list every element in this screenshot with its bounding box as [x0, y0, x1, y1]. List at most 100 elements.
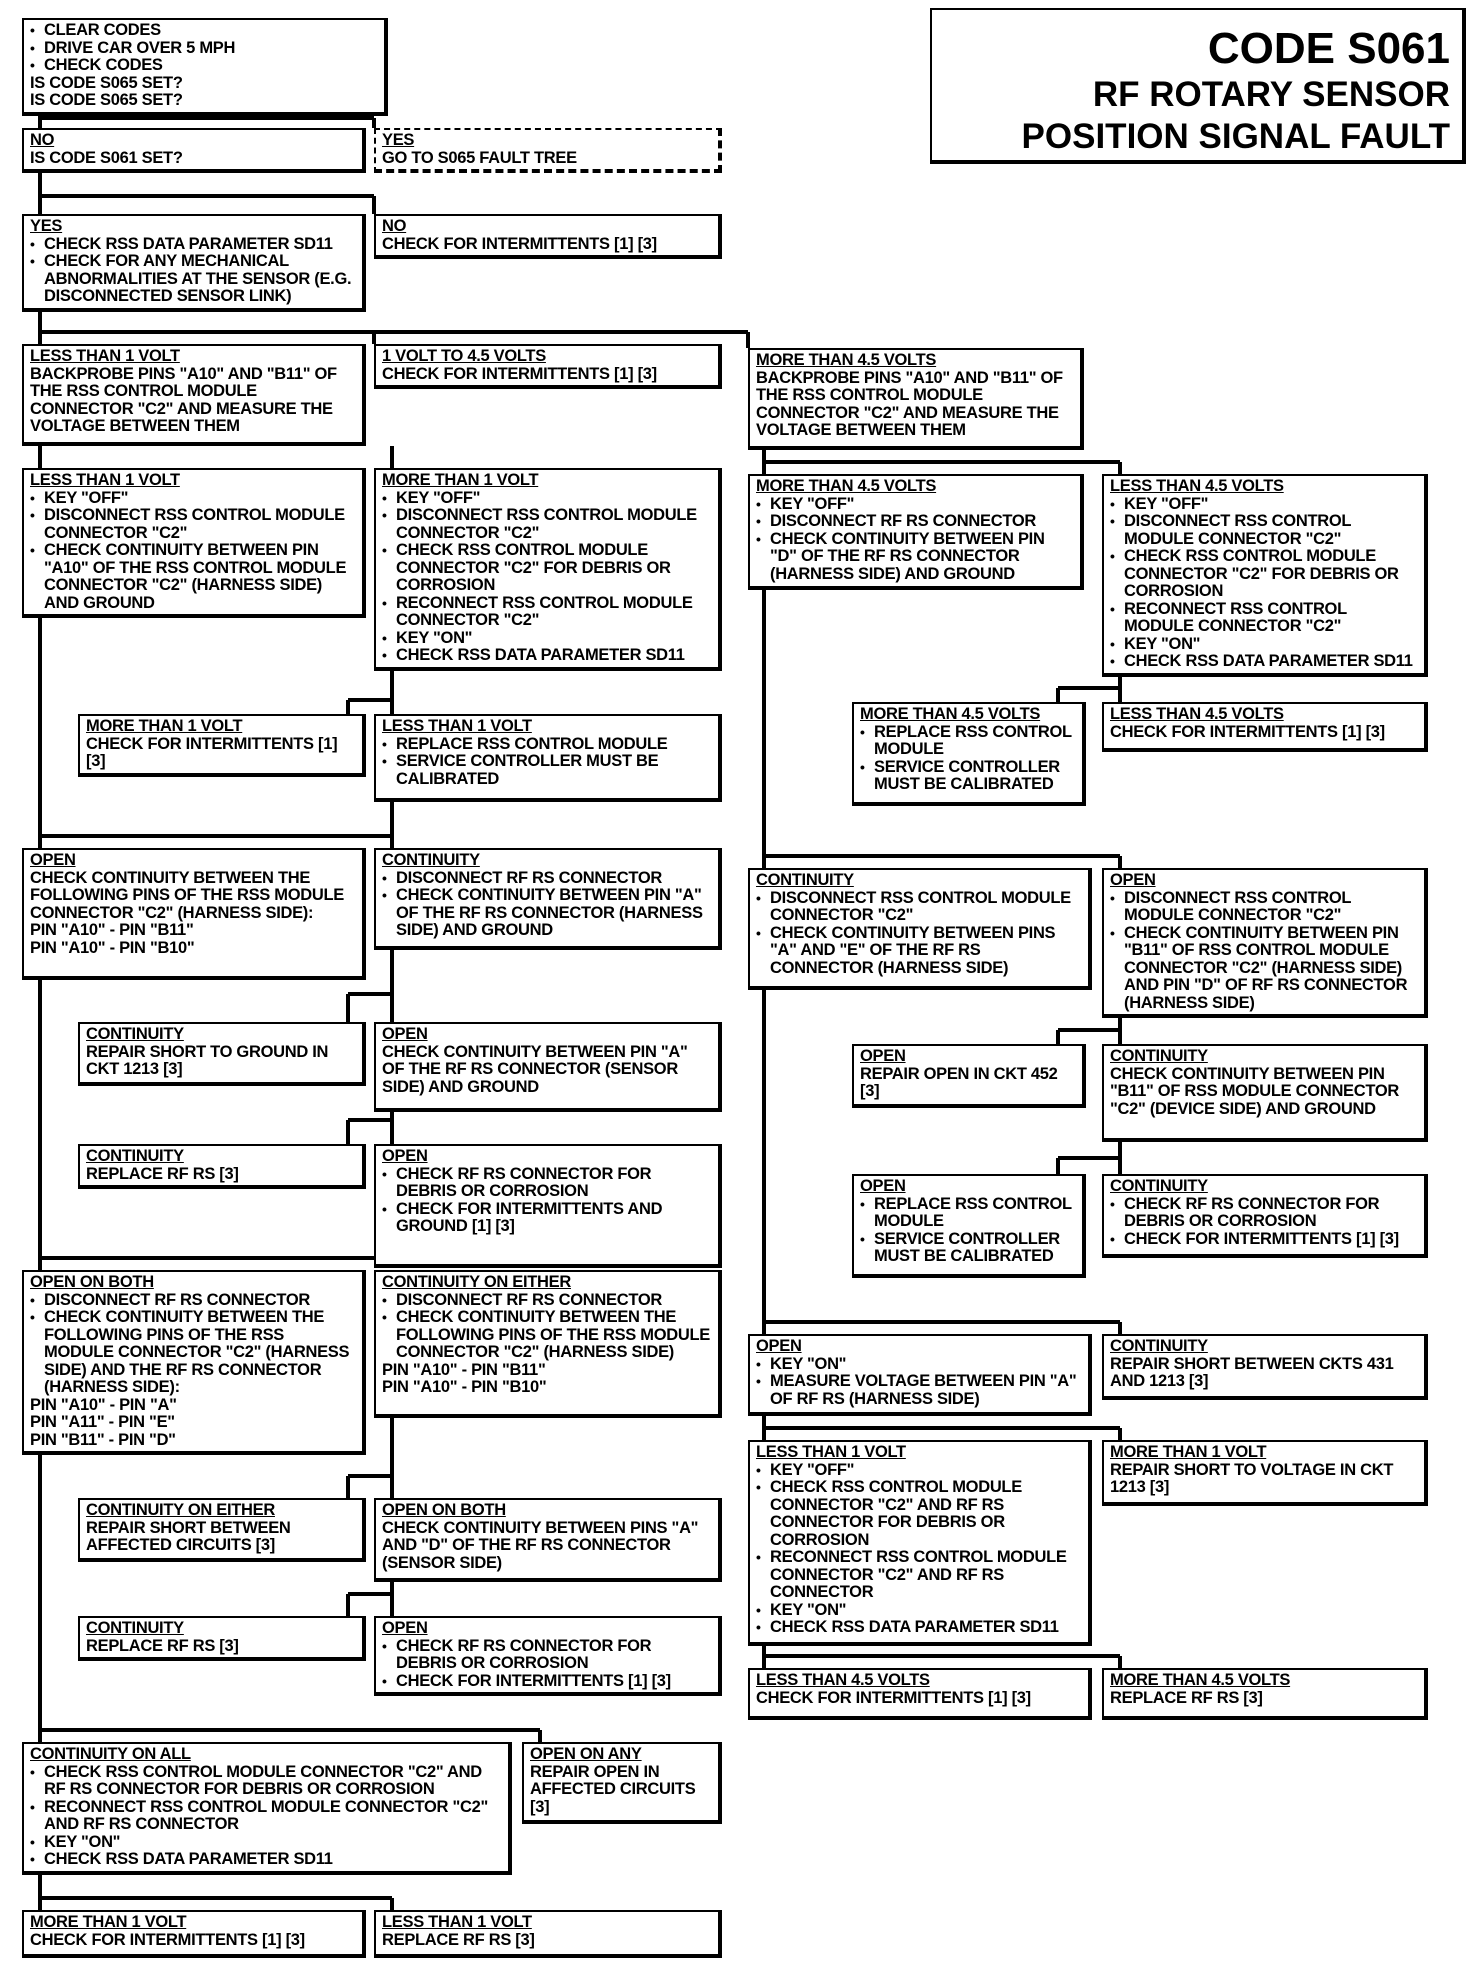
- step-bullet: REPLACE RSS CONTROL MODULE: [860, 723, 1076, 759]
- step-heading: MORE THAN 1 VOLT: [382, 471, 539, 489]
- step-heading: CONTINUITY: [86, 1025, 184, 1043]
- step-bullet: CHECK RSS CONTROL MODULE CONNECTOR "C2" …: [30, 1763, 502, 1799]
- step-text: BACKPROBE PINS "A10" AND "B11" OF THE RS…: [756, 368, 1063, 439]
- step-box-r-volt-lt1: LESS THAN 1 VOLTKEY "OFF"CHECK RSS CONTR…: [748, 1440, 1092, 1646]
- step-text: CHECK CONTINUITY BETWEEN THE FOLLOWING P…: [30, 868, 344, 922]
- step-box-l-gt1: MORE THAN 1 VOLTKEY "OFF"DISCONNECT RSS …: [374, 468, 722, 671]
- step-heading: CONTINUITY ON EITHER: [382, 1273, 571, 1291]
- step-heading: CONTINUITY ON ALL: [30, 1745, 191, 1763]
- step-bullet: KEY "ON": [30, 1833, 502, 1852]
- step-heading: MORE THAN 4.5 VOLTS: [1110, 1671, 1291, 1689]
- step-bullet: CHECK FOR ANY MECHANICAL ABNORMALITIES A…: [30, 252, 356, 306]
- step-bullet: CHECK RF RS CONNECTOR FOR DEBRIS OR CORR…: [382, 1165, 712, 1201]
- step-bullet: REPLACE RSS CONTROL MODULE: [860, 1195, 1076, 1231]
- step-heading: MORE THAN 1 VOLT: [86, 717, 243, 735]
- step-heading: CONTINUITY: [382, 851, 480, 869]
- step-text: REPAIR OPEN IN CKT 452 [3]: [860, 1064, 1058, 1100]
- step-heading: LESS THAN 1 VOLT: [30, 471, 180, 489]
- step-text: REPAIR OPEN IN AFFECTED CIRCUITS [3]: [530, 1762, 696, 1816]
- step-text: REPLACE RF RS [3]: [86, 1636, 239, 1655]
- step-bullet: KEY "ON": [1110, 635, 1418, 654]
- step-bullet: CHECK FOR INTERMITTENTS AND GROUND [1] […: [382, 1200, 712, 1236]
- step-heading: OPEN: [860, 1047, 906, 1065]
- step-bullet: REPLACE RSS CONTROL MODULE: [382, 735, 712, 754]
- step-bullet: KEY "ON": [756, 1355, 1082, 1374]
- step-text: CHECK FOR INTERMITTENTS [1] [3]: [86, 734, 338, 770]
- step-text: CHECK FOR INTERMITTENTS [1] [3]: [756, 1688, 1031, 1707]
- step-bullet: RECONNECT RSS CONTROL MODULE CONNECTOR "…: [30, 1798, 502, 1834]
- step-box-r-lt45: LESS THAN 4.5 VOLTSKEY "OFF"DISCONNECT R…: [1102, 474, 1428, 677]
- step-bullet: KEY "OFF": [756, 495, 1074, 514]
- step-heading: CONTINUITY: [1110, 1177, 1208, 1195]
- step-box-cont-either: CONTINUITY ON EITHERDISCONNECT RF RS CON…: [374, 1270, 722, 1418]
- step-heading: OPEN: [382, 1619, 428, 1637]
- title-subtitle-line2: POSITION SIGNAL FAULT: [1021, 117, 1450, 156]
- step-bullet: KEY "OFF": [382, 489, 712, 508]
- step-heading: OPEN: [1110, 871, 1156, 889]
- step-heading: LESS THAN 4.5 VOLTS: [1110, 477, 1284, 495]
- step-bullet: DISCONNECT RSS CONTROL MODULE CONNECTOR …: [1110, 512, 1418, 548]
- step-heading: OPEN ON BOTH: [382, 1501, 506, 1519]
- step-bullet: KEY "ON": [382, 629, 712, 648]
- step-bullet: CHECK RSS DATA PARAMETER SD11: [30, 1850, 502, 1869]
- step-bullet: DISCONNECT RSS CONTROL MODULE CONNECTOR …: [382, 506, 712, 542]
- step-heading: CONTINUITY: [86, 1619, 184, 1637]
- step-heading: LESS THAN 4.5 VOLTS: [1110, 705, 1284, 723]
- step-bullet: CHECK RF RS CONNECTOR FOR DEBRIS OR CORR…: [1110, 1195, 1418, 1231]
- step-text: IS CODE S061 SET?: [30, 148, 183, 167]
- step-text: REPLACE RF RS [3]: [382, 1930, 535, 1949]
- step-bullet: CHECK CONTINUITY BETWEEN THE FOLLOWING P…: [30, 1308, 356, 1397]
- step-bullet: CLEAR CODES: [30, 21, 378, 40]
- step-bullet: DISCONNECT RSS CONTROL MODULE CONNECTOR …: [30, 506, 356, 542]
- step-question: IS CODE S065 SET?: [30, 91, 183, 109]
- step-heading: MORE THAN 4.5 VOLTS: [860, 705, 1041, 723]
- step-heading: OPEN: [382, 1147, 428, 1165]
- yes-s061-box: YESCHECK RSS DATA PARAMETER SD11CHECK FO…: [22, 214, 366, 312]
- step-text: PIN "A10" - PIN "B10": [382, 1378, 547, 1396]
- step-bullet: DISCONNECT RF RS CONNECTOR: [382, 869, 712, 888]
- step-text: CHECK CONTINUITY BETWEEN PINS "A" AND "D…: [382, 1518, 699, 1572]
- step-box-cont-all: CONTINUITY ON ALLCHECK RSS CONTROL MODUL…: [22, 1742, 512, 1875]
- step-text: CHECK FOR INTERMITTENTS [1] [3]: [1110, 722, 1385, 741]
- step-text: PIN "A10" - PIN "B11": [30, 921, 194, 939]
- step-bullet: CHECK FOR INTERMITTENTS [1] [3]: [382, 1672, 712, 1691]
- step-heading: OPEN: [756, 1337, 802, 1355]
- step-bullet: CHECK CODES: [30, 56, 378, 75]
- step-text: CHECK CONTINUITY BETWEEN PIN "B11" OF RS…: [1110, 1064, 1400, 1118]
- step-text: CHECK FOR INTERMITTENTS [1] [3]: [382, 364, 657, 383]
- step-bullet: KEY "ON": [756, 1601, 1082, 1620]
- title-subtitle-line1: RF ROTARY SENSOR: [1092, 75, 1450, 114]
- start-check-box: CLEAR CODESDRIVE CAR OVER 5 MPHCHECK COD…: [22, 18, 388, 116]
- step-box-r-open: OPENDISCONNECT RSS CONTROL MODULE CONNEC…: [1102, 868, 1428, 1018]
- step-box-r-open-cont-open: OPENREPLACE RSS CONTROL MODULESERVICE CO…: [852, 1174, 1086, 1278]
- step-bullet: DRIVE CAR OVER 5 MPH: [30, 39, 378, 58]
- step-text: REPLACE RF RS [3]: [86, 1164, 239, 1183]
- step-heading: LESS THAN 4.5 VOLTS: [756, 1671, 930, 1689]
- page-title: CODE S061: [1207, 24, 1450, 73]
- step-heading: CONTINUITY: [1110, 1047, 1208, 1065]
- step-text: PIN "A10" - PIN "B10": [30, 938, 195, 957]
- step-bullet: CHECK CONTINUITY BETWEEN PIN "B11" OF RS…: [1110, 924, 1418, 1013]
- step-text: REPAIR SHORT TO GROUND IN CKT 1213 [3]: [86, 1042, 329, 1078]
- step-bullet: SERVICE CONTROLLER MUST BE CALIBRATED: [860, 758, 1076, 794]
- title-block: CODE S061 RF ROTARY SENSOR POSITION SIGN…: [930, 8, 1466, 164]
- step-bullet: KEY "OFF": [756, 1461, 1082, 1480]
- step-bullet: CHECK CONTINUITY BETWEEN PIN "D" OF THE …: [756, 530, 1074, 584]
- step-heading: OPEN ON ANY: [530, 1745, 642, 1763]
- step-text: BACKPROBE PINS "A10" AND "B11" OF THE RS…: [30, 364, 337, 435]
- step-heading: YES: [382, 131, 415, 149]
- step-bullet: CHECK RSS DATA PARAMETER SD11: [30, 235, 356, 254]
